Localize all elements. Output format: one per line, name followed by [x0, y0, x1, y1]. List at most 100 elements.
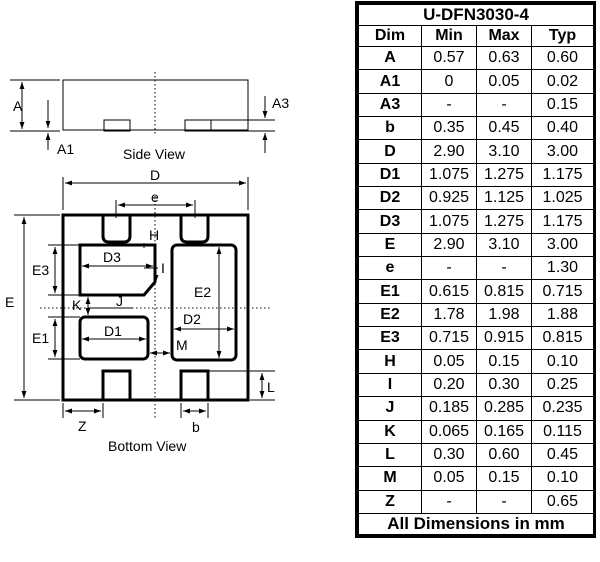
header-max: Max — [476, 25, 532, 47]
cell-typ: 0.235 — [531, 396, 594, 421]
cell-typ: 0.45 — [531, 442, 594, 468]
side-view-pad-left — [103, 119, 131, 132]
cell-typ: 0.115 — [531, 419, 594, 444]
dim-A3-label: A3 — [272, 95, 289, 111]
cell-dim: J — [358, 396, 422, 421]
cell-max: - — [476, 256, 532, 281]
table-title: U-DFN3030-4 — [358, 4, 594, 26]
cell-dim: D2 — [358, 186, 422, 211]
cell-min: 0.05 — [421, 349, 477, 374]
table-footer-row: All Dimensions in mm — [358, 513, 594, 535]
dim-E3-label: E3 — [32, 262, 49, 278]
table-row: A3--0.15 — [358, 92, 594, 118]
cell-typ: 0.60 — [531, 45, 594, 71]
bottom-view-caption: Bottom View — [108, 438, 187, 454]
dim-A1-label: A1 — [57, 141, 74, 157]
cell-typ: 0.25 — [531, 372, 594, 398]
cell-min: 0 — [421, 69, 477, 94]
cell-dim: Z — [358, 489, 422, 515]
cell-min: 0.57 — [421, 45, 477, 71]
cell-typ: 1.88 — [531, 302, 594, 328]
cell-typ: 0.10 — [531, 466, 594, 491]
table-footer: All Dimensions in mm — [358, 513, 594, 535]
dim-D1-label: D1 — [104, 323, 122, 339]
cell-max: - — [476, 92, 532, 118]
cell-dim: K — [358, 419, 422, 444]
cell-dim: A3 — [358, 92, 422, 118]
header-min: Min — [421, 25, 477, 47]
top-notch-left — [101, 216, 132, 244]
cell-min: 0.20 — [421, 372, 477, 398]
dim-H-label: H — [149, 227, 159, 243]
dim-E1-label: E1 — [32, 330, 49, 346]
cell-min: 0.615 — [421, 279, 477, 304]
cell-min: 0.925 — [421, 186, 477, 211]
dim-b-label: b — [192, 419, 200, 435]
cell-dim: D1 — [358, 162, 422, 188]
cell-max: 3.10 — [476, 139, 532, 164]
dim-L-label: L — [267, 379, 275, 395]
dim-I-label: I — [161, 260, 165, 276]
cell-max: 0.45 — [476, 116, 532, 141]
cell-max: 0.15 — [476, 466, 532, 491]
cell-min: 0.35 — [421, 116, 477, 141]
cell-max: 0.60 — [476, 442, 532, 468]
cell-min: - — [421, 256, 477, 281]
cell-max: 3.10 — [476, 232, 532, 258]
cell-min: 2.90 — [421, 232, 477, 258]
cell-dim: D3 — [358, 209, 422, 234]
top-notch-right — [179, 216, 210, 244]
table-header-row: Dim Min Max Typ — [358, 25, 594, 47]
dim-K-label: K — [72, 297, 82, 313]
cell-min: 0.30 — [421, 442, 477, 468]
cell-dim: H — [358, 349, 422, 374]
dim-e-label: e — [151, 189, 159, 205]
cell-typ: 0.10 — [531, 349, 594, 374]
cell-min: 0.05 — [421, 466, 477, 491]
cell-min: 0.185 — [421, 396, 477, 421]
cell-dim: E3 — [358, 326, 422, 351]
dim-D3-label: D3 — [103, 249, 121, 265]
cell-dim: E — [358, 232, 422, 258]
cell-min: 1.075 — [421, 162, 477, 188]
cell-dim: L — [358, 442, 422, 468]
bottom-view: D e E E3 E1 D3 H I K — [5, 167, 275, 454]
cell-min: 1.78 — [421, 302, 477, 328]
cell-max: 0.30 — [476, 372, 532, 398]
cell-max: 1.125 — [476, 186, 532, 211]
cell-dim: E1 — [358, 279, 422, 304]
cell-max: 0.63 — [476, 45, 532, 71]
cell-max: 1.275 — [476, 209, 532, 234]
cell-typ: 0.715 — [531, 279, 594, 304]
dim-E2-label: E2 — [194, 284, 211, 300]
cell-dim: I — [358, 372, 422, 398]
dim-M-label: M — [176, 337, 188, 353]
cell-typ: 1.30 — [531, 256, 594, 281]
cell-dim: e — [358, 256, 422, 281]
cell-typ: 0.40 — [531, 116, 594, 141]
cell-dim: b — [358, 116, 422, 141]
dim-J-label: J — [116, 293, 123, 309]
side-view: A A1 A3 Side View — [10, 72, 289, 162]
cell-dim: A — [358, 45, 422, 71]
dim-Z-label: Z — [78, 418, 87, 434]
cell-typ: 0.15 — [531, 92, 594, 118]
cell-typ: 1.175 — [531, 162, 594, 188]
table-row: e--1.30 — [358, 256, 594, 281]
